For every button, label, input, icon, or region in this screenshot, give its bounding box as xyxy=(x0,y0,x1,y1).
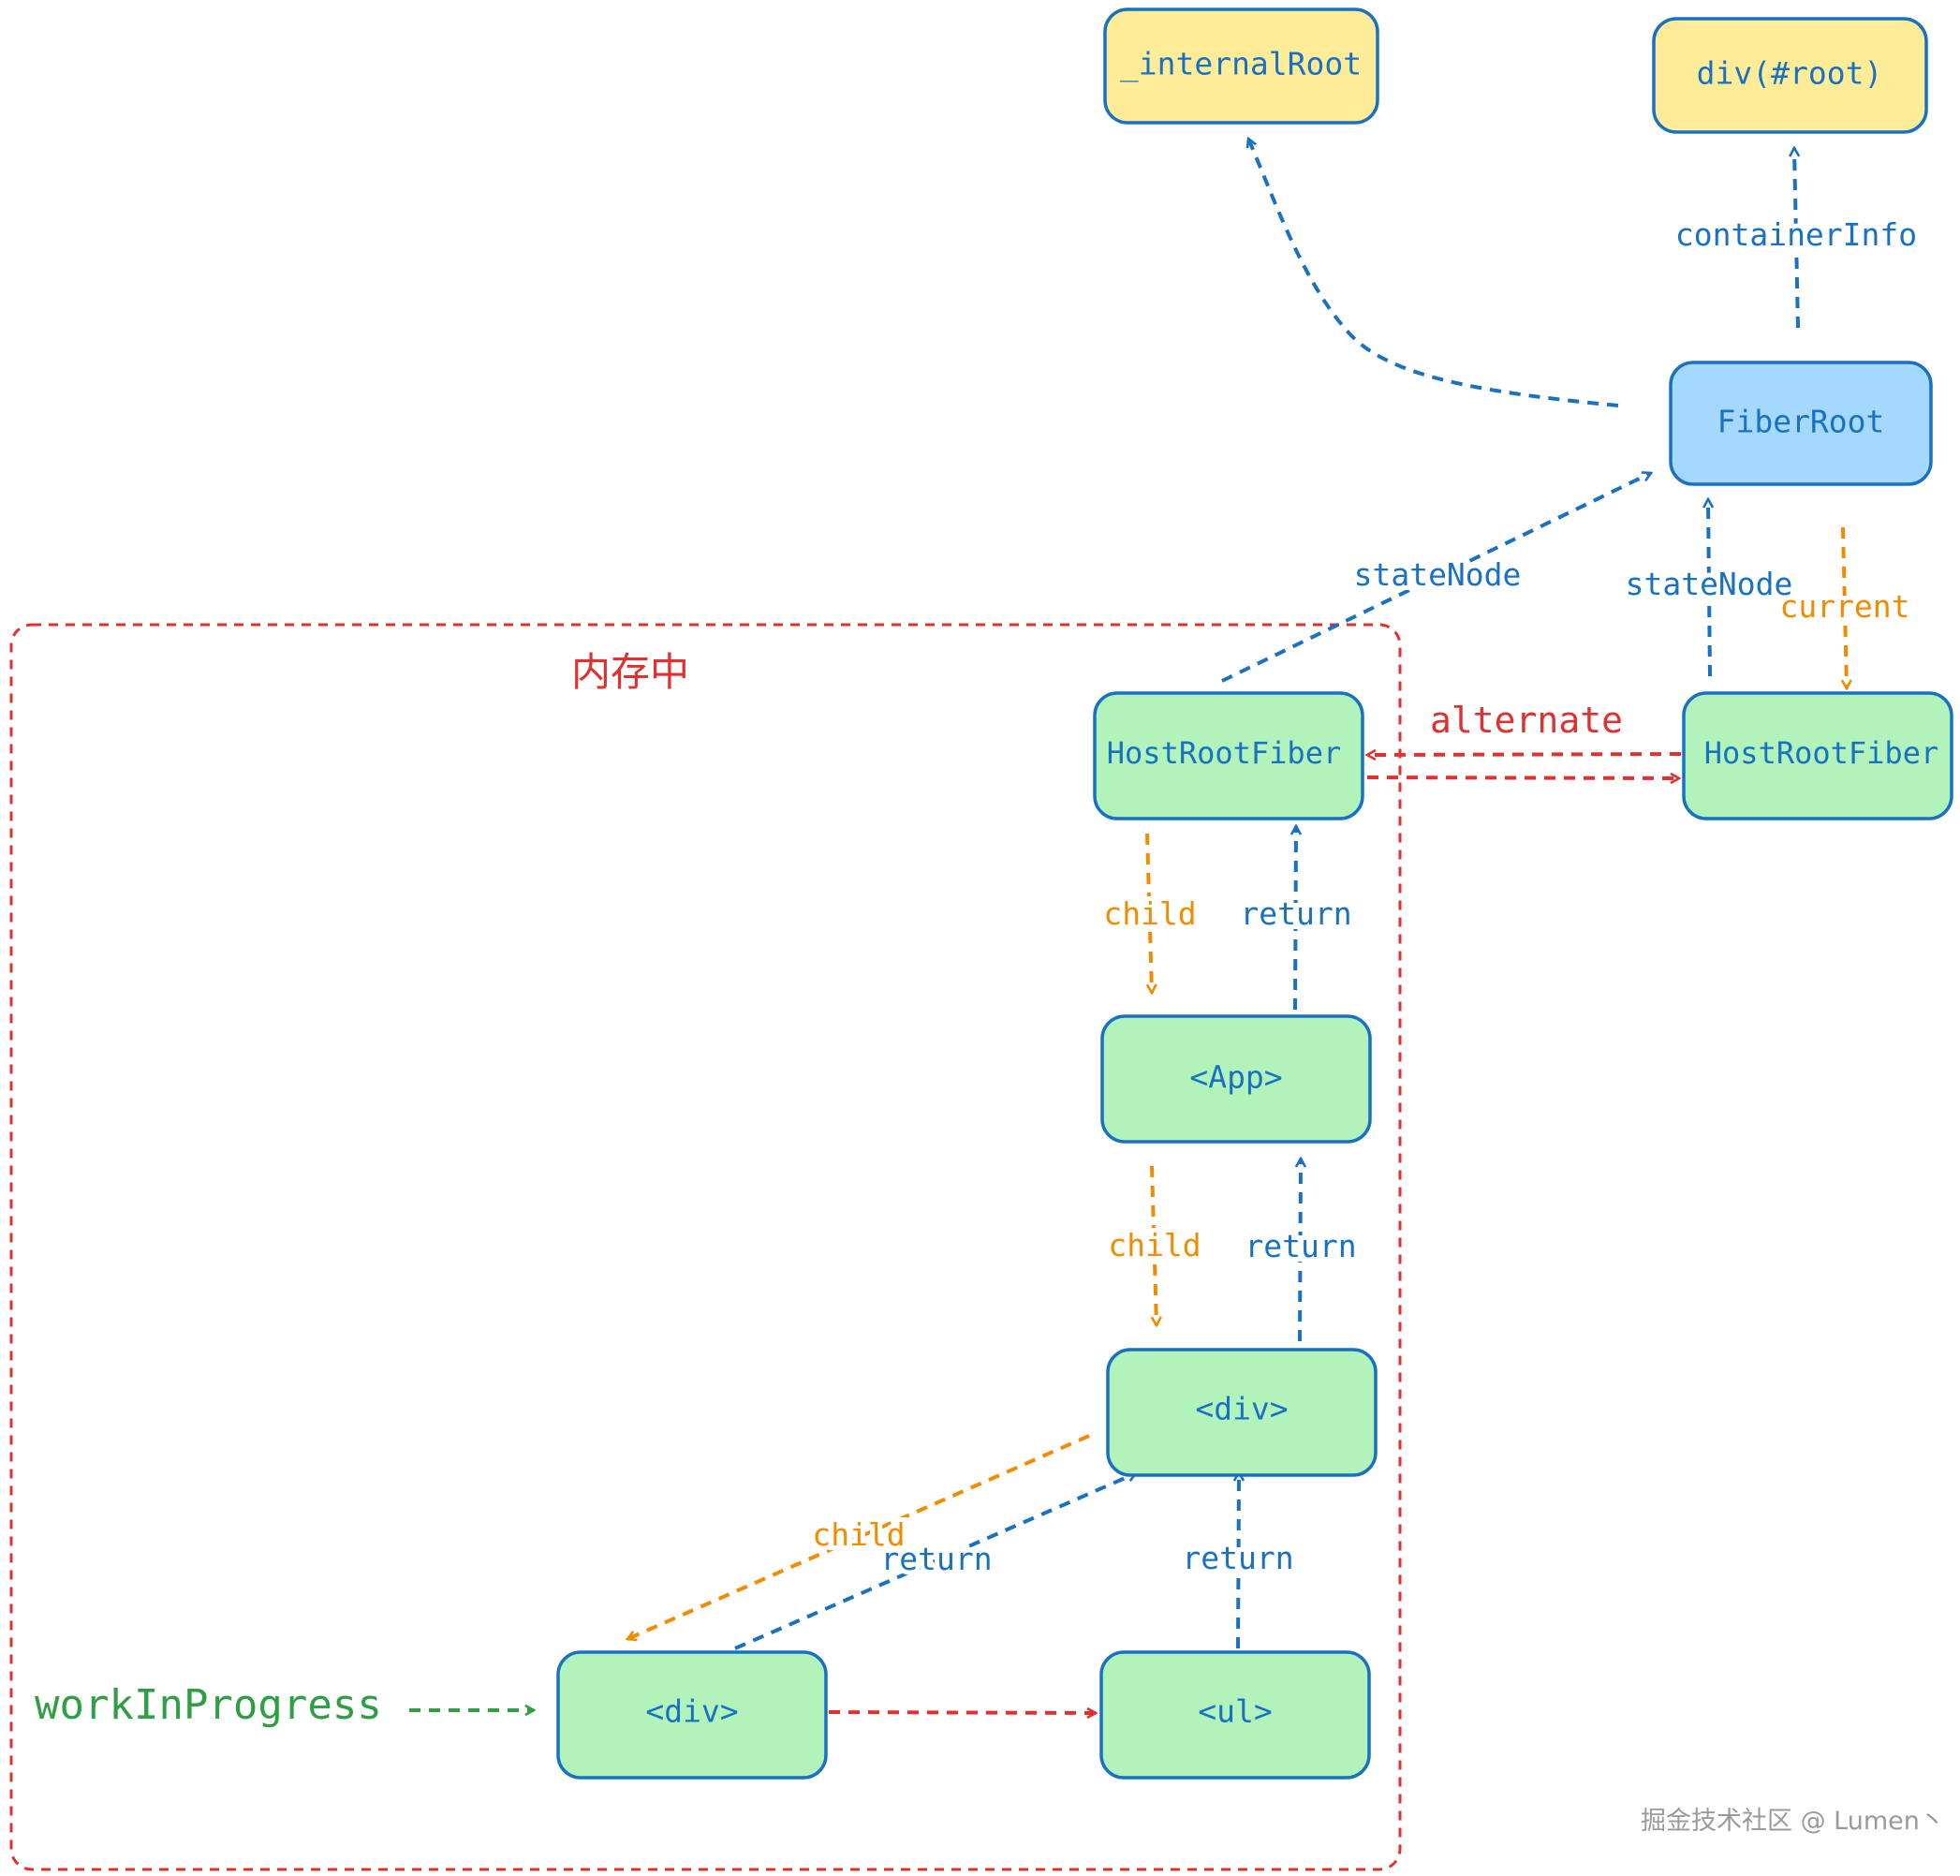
in-memory-label: 内存中 xyxy=(571,649,689,695)
fiberroot-to-internalroot-arrow xyxy=(1248,139,1619,407)
statenode-wip-arrow xyxy=(1221,473,1651,683)
alternate-label: alternate xyxy=(1430,700,1623,741)
return-label-1: return xyxy=(1240,895,1351,932)
host-root-fiber-wip-node: HostRootFiber xyxy=(1093,691,1364,820)
host-root-fiber-current-node: HostRootFiber xyxy=(1682,691,1953,820)
statenode-current-label: stateNode xyxy=(1626,566,1793,602)
internal-root-node: _internalRoot xyxy=(1103,7,1379,125)
return-label-2: return xyxy=(1245,1228,1356,1264)
child-arrow-div-childdiv xyxy=(627,1434,1090,1639)
ul-text: <ul> xyxy=(1198,1693,1272,1730)
ul-node: <ul> xyxy=(1099,1650,1371,1780)
alternate-to-current-arrow xyxy=(1366,777,1679,778)
host-root-fiber-wip-text: HostRootFiber xyxy=(1107,735,1341,771)
div-root-node: div(#root) xyxy=(1652,17,1928,134)
return-arrow-app-hostroot xyxy=(1295,826,1296,1011)
child-arrow-app-div xyxy=(1150,1165,1157,1325)
return-arrow-div-app xyxy=(1300,1159,1301,1342)
child-arrow-hostroot-app xyxy=(1145,833,1152,993)
containerinfo-label: containerInfo xyxy=(1675,216,1917,253)
work-in-progress-label: workInProgress xyxy=(35,1681,382,1729)
div-parent-text: <div> xyxy=(1195,1391,1288,1427)
div-child-node: <div> xyxy=(556,1650,828,1780)
containerinfo-arrow xyxy=(1794,148,1798,329)
host-root-fiber-current-text: HostRootFiber xyxy=(1704,735,1938,771)
app-node: <App> xyxy=(1100,1014,1372,1144)
return-arrow-ul-div xyxy=(1238,1472,1239,1649)
app-text: <App> xyxy=(1189,1059,1282,1096)
child-label-3: child xyxy=(812,1516,905,1553)
return-label-4: return xyxy=(1182,1540,1293,1576)
in-memory-region xyxy=(9,623,1402,1871)
child-label-1: child xyxy=(1103,895,1196,932)
return-label-3: return xyxy=(880,1541,992,1577)
child-label-2: child xyxy=(1108,1227,1201,1263)
div-parent-node: <div> xyxy=(1106,1348,1378,1477)
fiber-root-node: FiberRoot xyxy=(1669,361,1933,486)
sibling-arrow-childdiv-ul xyxy=(828,1712,1096,1713)
alternate-to-wip-arrow xyxy=(1367,754,1682,755)
current-label: current xyxy=(1779,588,1909,625)
watermark: 掘金技术社区 @ Lumen丶 xyxy=(1641,1807,1945,1836)
return-arrow-childdiv-div xyxy=(734,1473,1136,1650)
div-child-text: <div> xyxy=(645,1693,738,1730)
statenode-current-arrow xyxy=(1708,499,1710,677)
internal-root-text: _internalRoot xyxy=(1120,46,1362,83)
div-root-text: div(#root) xyxy=(1697,55,1883,92)
fiber-root-text: FiberRoot xyxy=(1717,404,1885,440)
current-arrow xyxy=(1843,526,1847,688)
statenode-wip-label: stateNode xyxy=(1354,556,1522,593)
